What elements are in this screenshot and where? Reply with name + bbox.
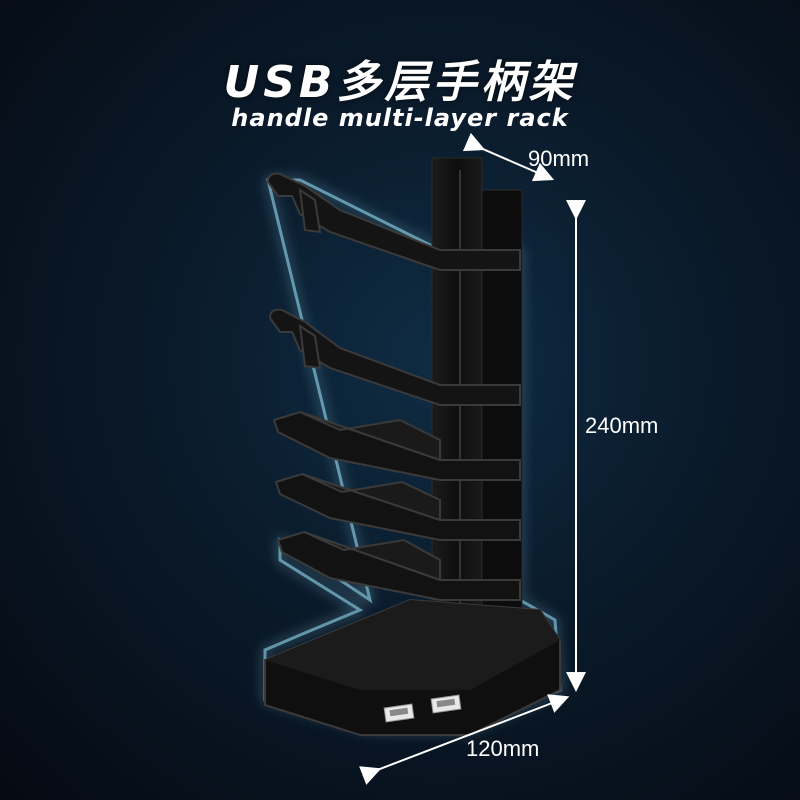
product-subtitle: handle multi-layer rack — [231, 104, 569, 132]
tray-arm-3 — [276, 530, 521, 601]
product-title: USB多层手柄架 — [223, 57, 577, 108]
width-dimension-arrow — [462, 132, 555, 182]
hook-arm-2 — [268, 308, 521, 406]
depth-dimension-arrow — [359, 694, 570, 785]
depth-dimension-label: 120mm — [466, 736, 540, 761]
height-dimension-label: 240mm — [585, 413, 659, 438]
hook-arm-1 — [266, 172, 521, 271]
width-dimension-label: 90mm — [528, 146, 590, 171]
tray-arm-2 — [274, 472, 521, 541]
tray-arm-1 — [272, 410, 521, 481]
